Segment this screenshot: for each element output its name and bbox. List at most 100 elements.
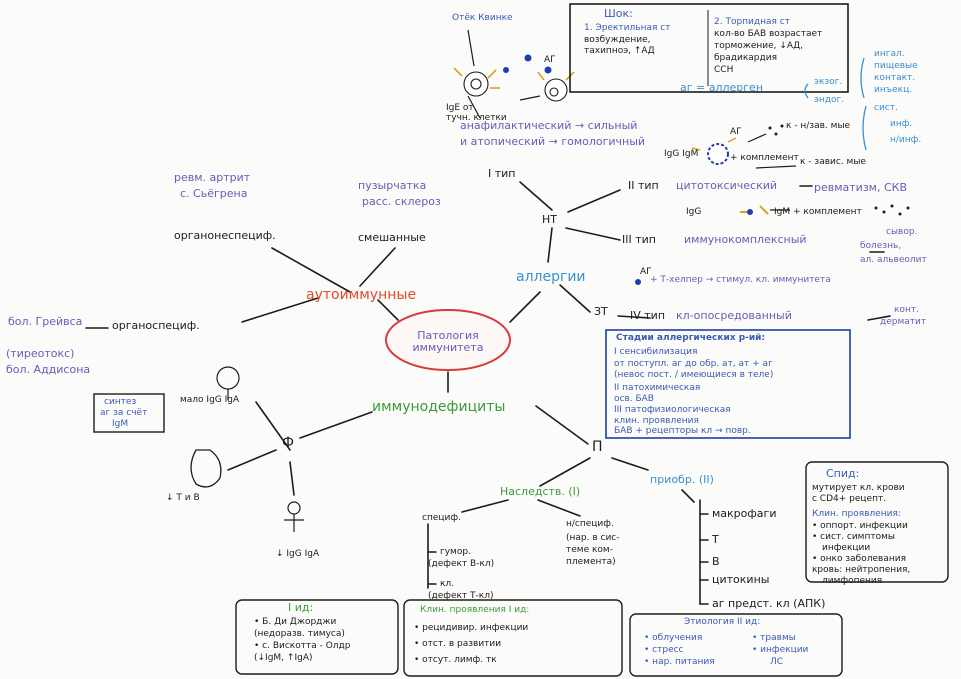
box3-col1-3: • нар. питания <box>644 657 715 667</box>
form-1: сист. <box>874 103 898 113</box>
shock-stage2-title: 2. Торпидная ст <box>714 17 790 27</box>
type2-diseases: ревматизм, СКВ <box>814 181 908 194</box>
shock-stage1-text-2: тахипноэ, ↑АД <box>584 46 655 56</box>
phys-pregnancy: ↓ Т и В <box>166 493 200 503</box>
synth-2: аг за счёт <box>100 408 148 418</box>
dt-label: ЗТ <box>594 305 608 318</box>
box1-title: I ид: <box>288 601 314 614</box>
hered-nonspecific: н/специф. <box>566 519 614 529</box>
center-label: Патология иммунитета <box>412 329 484 354</box>
shock-stage2-text-3: брадикардия <box>714 53 777 63</box>
acquired-label: приобр. (II) <box>650 473 714 486</box>
stage2-title: II патохимическая <box>614 383 701 393</box>
hereditary-label: Наследств. (I) <box>500 485 581 498</box>
aids-clinic-5: кровь: нейтропения, <box>812 565 911 575</box>
autoimmune-example-2: с. Сьёгрена <box>180 187 248 200</box>
stage3-text-2: БАВ + рецепторы кл → повр. <box>614 426 751 436</box>
pathological-label: П <box>592 439 603 455</box>
stage1-title: I сенсибилизация <box>614 347 698 357</box>
acquired-item-5: аг предст. кл (АПК) <box>712 597 826 610</box>
synth-1: синтез <box>104 397 137 407</box>
mixed-example-2: расс. склероз <box>362 195 441 208</box>
box2-line-2: • отст. в развитии <box>414 639 502 649</box>
form-3: н/инф. <box>890 135 922 145</box>
autoimmune-label: аутоиммунные <box>306 287 417 303</box>
type3-label: III тип <box>622 233 656 246</box>
shock-stage2-text-2: торможение, ↓АД, <box>714 41 803 51</box>
type2-name: цитотоксический <box>676 179 778 192</box>
mixed-label: смешанные <box>358 231 426 244</box>
type4-disease-2: дерматит <box>880 317 927 327</box>
box1-line-1: • Б. Ди Джорджи <box>254 617 337 627</box>
box3-col2-3: ЛС <box>770 657 784 667</box>
phys-old: ↓ IgG IgA <box>276 549 320 559</box>
hered-nonspecific-note-3: племента) <box>566 557 616 567</box>
acquired-item-2: Т <box>712 533 719 546</box>
type4-ag: АГ <box>640 267 652 277</box>
type2-ag: АГ <box>730 127 742 137</box>
stage1-text-1: от поступл. аг до обр. ат, ат + аг <box>614 359 773 369</box>
shock-stage2-text-4: ССН <box>714 65 734 75</box>
autoimmune-example-1: ревм. артрит <box>174 171 251 184</box>
box3-col1-1: • облучения <box>644 633 703 643</box>
type3-disease-3: ал. альвеолит <box>860 255 927 265</box>
phys-little: мало IgG IgA <box>180 395 240 405</box>
mixed-example-1: пузырчатка <box>358 179 427 192</box>
hered-humoral: гумор. <box>440 547 471 557</box>
synth-3: IgM <box>112 419 129 429</box>
type2-label: II тип <box>628 179 659 192</box>
hered-cell: кл. <box>440 579 455 589</box>
stage1-text-2: (невос пост. / имеющиеся в теле) <box>614 370 774 380</box>
box3-title: Этиология II ид: <box>684 617 761 627</box>
type3-igg: IgG <box>686 207 702 217</box>
anaphylactic-line: анафилактический → сильный <box>460 119 638 132</box>
type4-thelper: + Т-хелпер → стимул. кл. иммунитета <box>650 275 831 285</box>
exo-label: экзог. <box>814 77 843 87</box>
box2-title: Клин. проявления I ид: <box>420 605 530 615</box>
atopic-line: и атопический → гомологичный <box>460 135 646 148</box>
hered-specific: специф. <box>422 513 461 523</box>
box2-line-1: • рецидивир. инфекции <box>414 623 529 633</box>
type3-disease-2: болезнь, <box>860 241 902 251</box>
box1-line-4: (↓IgM, ↑IgA) <box>254 653 313 663</box>
type4-name: кл-опосредованный <box>676 309 792 322</box>
shock-stage2-text-1: кол-во БАВ возрастает <box>714 29 823 39</box>
graves-disease: бол. Грейвса <box>8 315 83 328</box>
addison-disease: бол. Аддисона <box>6 363 91 376</box>
hered-nonspecific-note-1: (нар. в сис- <box>566 533 620 543</box>
aids-clinic-1: • оппорт. инфекции <box>812 521 908 531</box>
hered-cell-note: (дефект Т-кл) <box>428 591 494 601</box>
aids-line-2: с CD4+ рецепт. <box>812 494 887 504</box>
organ-specific-label: органоспециф. <box>112 319 200 332</box>
hered-humoral-note: (дефект В-кл) <box>428 559 495 569</box>
type1-label: I тип <box>488 167 516 180</box>
box3-col2-2: • инфекции <box>752 645 809 655</box>
immunodeficiency-label: иммунодефициты <box>372 399 506 415</box>
form-2: инф. <box>890 119 913 129</box>
route-3: контакт. <box>874 73 916 83</box>
box3-col2-1: • травмы <box>752 633 796 643</box>
type3-disease-1: сывор. <box>886 227 918 237</box>
box2-line-3: • отсут. лимф. тк <box>414 655 497 665</box>
box3-col1-2: • стресс <box>644 645 684 655</box>
allergen-label: аг = аллерген <box>680 81 764 94</box>
aids-clinic-title: Клин. проявления: <box>812 509 901 519</box>
ht-label: НТ <box>542 213 557 226</box>
physiological-label: Ф <box>282 435 295 451</box>
type1-fixed: тучн. клетки <box>446 113 507 123</box>
type1-ige: IgE от <box>446 103 474 113</box>
aids-line-1: мутирует кл. крови <box>812 483 905 493</box>
box1-line-3: • с. Вискотта - Олдр <box>254 641 351 651</box>
box1-line-2: (недоразв. тимуса) <box>254 629 345 639</box>
allergies-label: аллергии <box>516 269 586 285</box>
type4-label: IV тип <box>630 309 666 322</box>
organ-nonspecific-label: органонеспециф. <box>174 229 276 242</box>
stage2-text-1: осв. БАВ <box>614 394 654 404</box>
stages-title: Стадии аллергических р-ий: <box>616 333 766 343</box>
thyrotox: (тиреотокс) <box>6 347 75 360</box>
aids-clinic-3: инфекции <box>822 543 871 553</box>
endo-label: эндог. <box>814 95 845 105</box>
shock-stage1-title: 1. Эректильная ст <box>584 23 671 33</box>
aids-clinic-2: • сист. симптомы <box>812 532 895 542</box>
